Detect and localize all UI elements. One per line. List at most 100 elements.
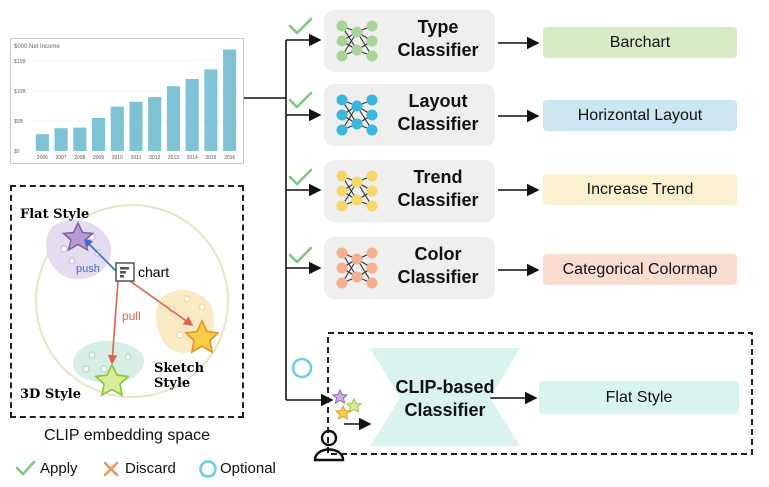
color-network-icon	[336, 247, 378, 289]
network-node	[336, 50, 348, 62]
flat-style-label: Flat Style	[20, 207, 90, 222]
network-node	[351, 271, 363, 283]
clip-label-1: CLIP-based	[395, 377, 495, 397]
bar	[35, 134, 49, 151]
bar	[148, 97, 162, 151]
network-node	[336, 262, 348, 274]
apply-check-icon-layout	[288, 91, 313, 109]
network-node	[366, 185, 378, 197]
network-node	[366, 109, 378, 121]
network-node	[336, 124, 348, 136]
network-node	[366, 50, 378, 62]
color-result-box: Categorical Colormap	[543, 254, 737, 285]
color-classifier-label-2: Classifier	[397, 267, 479, 287]
pull-arrow-3d	[107, 280, 119, 365]
network-node	[336, 277, 348, 289]
network-node	[366, 170, 378, 182]
y-tick-label: $15B	[14, 59, 26, 65]
push-label: push	[76, 263, 100, 275]
clip-bowtie-shape	[370, 348, 520, 446]
type-classifier-label-1: Type	[417, 17, 459, 37]
apply-check-icon-type	[288, 17, 313, 35]
clip-label-2: Classifier	[404, 400, 486, 420]
clip-classifier-label: CLIP-based Classifier	[370, 376, 520, 422]
y-tick-label: $10B	[14, 89, 26, 95]
network-node	[366, 277, 378, 289]
legend-discard-label: Discard	[125, 460, 176, 477]
network-node	[351, 194, 363, 206]
apply-check-icon-color	[288, 246, 313, 264]
color-classifier-label-1: Color	[414, 244, 462, 264]
network-node	[336, 35, 348, 47]
3d-style-label: 3D Style	[20, 387, 82, 402]
clip-dashed-box	[327, 332, 753, 455]
x-tick-label: 2014	[187, 155, 198, 161]
layout-classifier-box: Layout Classifier	[324, 84, 495, 146]
x-tick-label: 2006	[37, 155, 48, 161]
bar	[54, 128, 68, 151]
x-tick-label: 2011	[131, 155, 142, 161]
chart-label: chart	[138, 264, 170, 280]
x-tick-label: 2016	[224, 155, 235, 161]
network-node	[366, 262, 378, 274]
bar	[73, 127, 87, 151]
push-arrow	[82, 237, 117, 272]
bar	[223, 49, 237, 151]
type-result-box: Barchart	[543, 27, 737, 58]
bar-chart-title: $000 Net Income	[14, 44, 60, 50]
apply-check-icon-trend	[288, 168, 313, 186]
network-node	[351, 118, 363, 130]
network-node	[366, 20, 378, 32]
x-tick-label: 2015	[205, 155, 216, 161]
x-tick-label: 2013	[168, 155, 179, 161]
trend-classifier-label-1: Trend	[413, 167, 463, 187]
trend-classifier-box: Trend Classifier	[324, 160, 495, 222]
x-tick-label: 2010	[112, 155, 123, 161]
type-network-icon	[336, 20, 378, 62]
pull-label: pull	[122, 309, 141, 323]
pull-arrow-sketch	[129, 280, 194, 326]
flat-style-star-icon	[61, 221, 95, 252]
network-node	[366, 200, 378, 212]
embedding-caption: CLIP embedding space	[43, 427, 211, 444]
layout-classifier-label-1: Layout	[408, 91, 468, 111]
flat-style-cluster	[45, 219, 112, 280]
trend-network-icon	[336, 170, 378, 212]
legend-apply-label: Apply	[40, 460, 78, 477]
x-tick-label: 2009	[93, 155, 104, 161]
small-3d-star-icon	[345, 397, 363, 413]
type-classifier-label-2: Classifier	[397, 40, 479, 60]
network-node	[351, 176, 363, 188]
legend-optional-circle-icon	[199, 460, 217, 478]
x-tick-label: 2007	[56, 155, 67, 161]
clip-result-box: Flat Style	[539, 381, 739, 414]
layout-result-box: Horizontal Layout	[543, 100, 737, 131]
x-tick-label: 2008	[74, 155, 85, 161]
bar	[110, 106, 124, 151]
chart-icon	[115, 262, 135, 282]
network-node	[366, 35, 378, 47]
embedding-space-box: Flat Style chart push pull 3D Style Sket…	[10, 185, 244, 418]
legend-discard-x-icon	[103, 461, 119, 477]
network-node	[366, 124, 378, 136]
network-node	[336, 94, 348, 106]
network-node	[336, 247, 348, 259]
3d-style-star-icon	[94, 362, 130, 397]
network-node	[336, 109, 348, 121]
network-node	[336, 185, 348, 197]
embedding-space-svg	[35, 204, 229, 398]
layout-classifier-label-2: Classifier	[397, 114, 479, 134]
sketch-style-star-icon	[184, 318, 220, 354]
trend-result-box: Increase Trend	[543, 174, 737, 205]
network-node	[336, 170, 348, 182]
bar	[129, 101, 143, 151]
network-node	[351, 26, 363, 38]
bar	[185, 79, 199, 151]
network-node	[336, 20, 348, 32]
legend-optional-label: Optional	[220, 460, 276, 477]
y-tick-label: $5B	[14, 119, 24, 125]
legend-apply-check-icon	[15, 460, 36, 476]
color-classifier-box: Color Classifier	[324, 237, 495, 299]
